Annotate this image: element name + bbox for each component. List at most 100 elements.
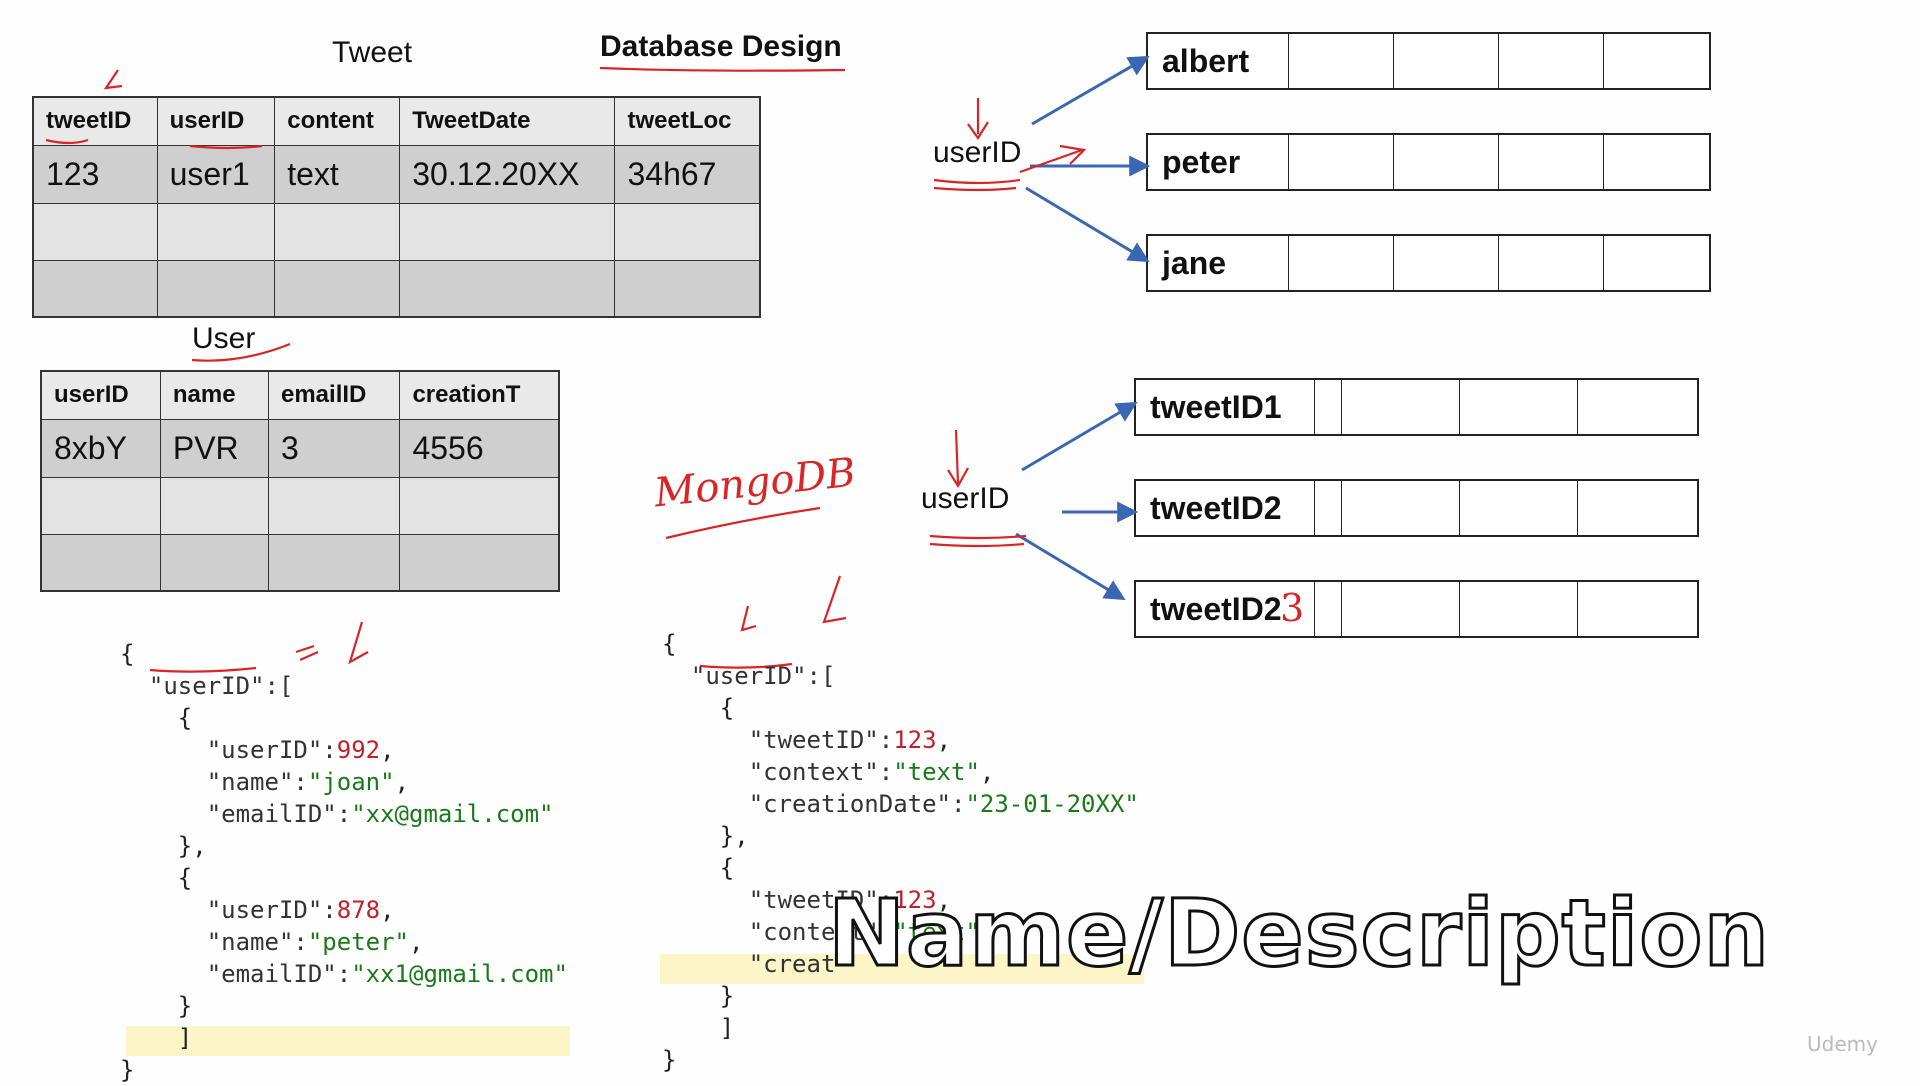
code-key: "userID": [206,896,337,924]
tweet-title: Tweet [332,36,413,69]
arrow-to-jane [1025,186,1150,263]
code-key: "userID": [206,736,337,764]
header-cell: creationT [399,370,560,420]
table-cell: text [274,144,401,204]
code-line: "userID":[ [690,662,836,690]
table-cell [399,259,616,318]
row-jane: jane [1146,234,1711,292]
header-cell: tweetID [32,96,158,146]
table-cell [32,202,158,261]
code-line: }, [177,832,207,860]
header-cell: content [274,96,401,146]
arrow-to-albert [1031,55,1150,126]
row-cell [1288,133,1394,191]
table-cell [614,259,761,318]
row-cell [1459,580,1579,638]
userid-label-bottom: userID [921,482,1010,515]
row-key: tweetID1 [1134,378,1315,436]
row-cell [1314,580,1342,638]
row-key: tweetID2 [1134,580,1315,638]
code-value: "23-01-20XX" [965,790,1139,818]
row-cell [1602,133,1711,191]
table-cell [614,202,761,261]
overlay-caption: Name/Description [827,879,1771,989]
row-peter: peter [1146,133,1711,191]
row-cell [1340,479,1461,537]
table-cell [267,533,401,592]
code-line: ] [177,1024,193,1052]
code-key: "context": [748,918,894,946]
code-line: { [177,864,193,892]
code-key: "name": [206,768,308,796]
code-value: 878 [336,896,381,924]
code-value: 992 [336,736,381,764]
row-tweetid3: tweetID2 [1134,580,1699,638]
ink-mark-arrow-top [1019,144,1087,174]
table-cell: 30.12.20XX [399,144,616,204]
user-table: userID name emailID creationT 8xbY PVR 3… [40,370,560,592]
row-albert: albert [1146,32,1711,90]
tweet-table: tweetID userID content TweetDate tweetLo… [32,96,761,318]
ink-mark-tweetid [103,69,123,90]
row-tweetid1: tweetID1 [1134,378,1699,436]
row-cell [1340,580,1461,638]
arrow-to-tweetid1 [1021,401,1138,472]
row-cell [1392,32,1499,90]
code-value: "peter" [307,928,410,956]
row-cell [1577,580,1699,638]
row-cell [1314,479,1342,537]
code-key: "creationDate": [748,790,966,818]
code-value: 123 [893,726,937,754]
code-value: "xx@gmail.com" [351,800,554,828]
header-cell: TweetDate [399,96,616,146]
code-key: "emailID": [206,800,352,828]
table-cell [399,476,560,535]
header-cell: tweetLoc [614,96,761,146]
table-cell: 4556 [399,418,560,478]
line-highlight-left [126,1026,570,1056]
row-cell [1602,32,1711,90]
ink-underline-design [599,66,846,72]
code-line: { [662,630,677,658]
code-line: } [662,1046,677,1074]
row-cell [1497,133,1604,191]
json-code-right: { "userID":[ { "tweetID":123, "context":… [662,630,1139,1074]
table-cell [32,259,158,318]
row-tweetid2: tweetID2 [1134,479,1699,537]
code-line: } [120,1056,135,1084]
table-cell [399,202,616,261]
table-cell: 3 [267,418,401,478]
row-cell [1459,479,1579,537]
code-key: "creat [748,950,836,978]
table-cell [399,533,560,592]
code-value: "text" [893,918,980,946]
code-line: "userID":[ [148,672,294,700]
ink-mark-userid-top [967,98,989,140]
code-line: } [719,982,735,1010]
row-key: albert [1146,32,1289,90]
row-cell [1577,378,1699,436]
row-cell [1497,234,1604,292]
table-cell: PVR [159,418,269,478]
row-cell [1288,32,1394,90]
code-value: "xx1@gmail.com" [351,960,568,988]
code-value: "text" [893,758,980,786]
header-cell: emailID [267,370,401,420]
table-cell [40,533,161,592]
table-cell: 34h67 [614,144,761,204]
ink-underline-userid-bottom [929,534,1027,548]
json-code-left: { "userID":[ { "userID":992, "name":"joa… [120,640,568,1084]
table-cell [267,476,401,535]
row-cell [1577,479,1699,537]
row-cell [1288,234,1394,292]
table-cell [156,202,276,261]
row-cell [1340,378,1461,436]
row-cell [1392,234,1499,292]
table-cell [156,259,276,318]
table-cell: 8xbY [40,418,161,478]
row-key: tweetID2 [1134,479,1315,537]
code-line: } [177,992,193,1020]
row-key: peter [1146,133,1289,191]
code-key: "context": [748,758,894,786]
code-line: { [177,704,193,732]
